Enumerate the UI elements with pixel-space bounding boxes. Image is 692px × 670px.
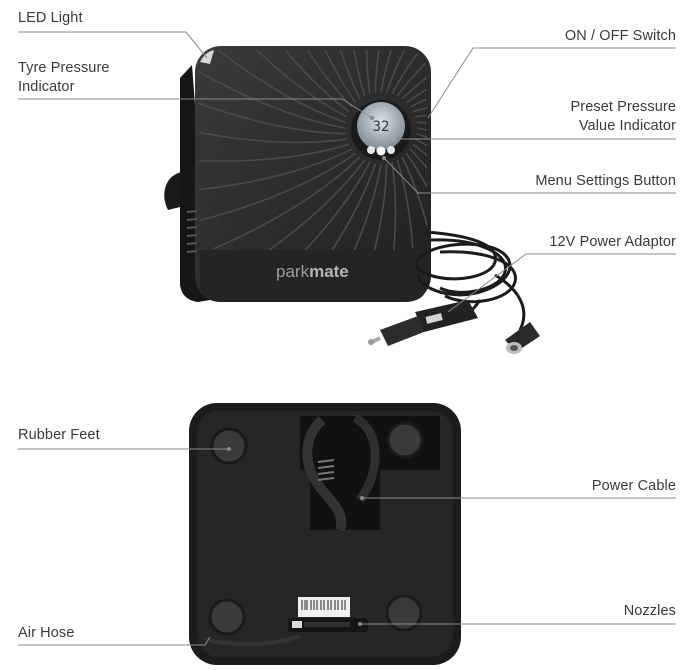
power-adaptor xyxy=(368,300,478,346)
groove xyxy=(405,153,427,250)
label-nozzles: Nozzles xyxy=(623,603,676,619)
label-tyre-pressure-line2: Indicator xyxy=(18,79,75,95)
leader-lines xyxy=(18,31,676,646)
rear-hose-stub xyxy=(164,172,184,210)
groove xyxy=(204,159,366,250)
nozzle-bar xyxy=(304,622,350,627)
groove xyxy=(199,50,346,124)
groove xyxy=(396,50,427,97)
cable-end-connector xyxy=(505,322,540,354)
leader-dots xyxy=(227,116,400,626)
groove xyxy=(401,156,427,250)
leader-on-off-switch xyxy=(427,47,676,119)
groove xyxy=(199,156,361,250)
groove xyxy=(385,50,427,93)
right-button[interactable] xyxy=(387,146,395,154)
groove xyxy=(347,50,366,97)
leader-tyre-pressure xyxy=(18,98,373,119)
groove xyxy=(199,148,353,195)
power-cable-coil xyxy=(415,230,526,331)
pressure-display xyxy=(357,102,405,150)
groove xyxy=(263,163,377,250)
groove xyxy=(199,118,347,144)
groove xyxy=(412,143,427,250)
nozzle xyxy=(292,621,302,628)
groove xyxy=(374,50,427,93)
rubber-foot-bottom-left xyxy=(208,598,246,636)
groove xyxy=(391,50,427,95)
groove xyxy=(199,152,356,230)
label-preset-line1: Preset Pressure xyxy=(570,99,676,115)
lower-band xyxy=(200,250,428,302)
groove xyxy=(232,161,371,250)
base-plate xyxy=(197,411,453,657)
groove xyxy=(406,50,427,104)
compressor-front-view: 32 parkmate xyxy=(164,46,431,302)
led-light xyxy=(200,50,214,64)
display-reading: 32 xyxy=(373,119,390,135)
rubber-foot-top-right xyxy=(386,421,424,459)
groove xyxy=(199,81,346,135)
rubber-foot-bottom-right xyxy=(385,594,423,632)
groove xyxy=(279,50,357,103)
groove xyxy=(314,50,361,100)
side-vents xyxy=(186,210,198,253)
label-on-off-switch: ON / OFF Switch xyxy=(564,28,676,44)
cable-spring xyxy=(317,459,335,481)
brand-logo: parkmate xyxy=(276,262,349,281)
leader-menu-button xyxy=(383,157,676,194)
label-air-hose: Air Hose xyxy=(18,625,75,641)
groove xyxy=(199,143,350,162)
label-power-adaptor: 12V Power Adaptor xyxy=(549,234,676,250)
stored-cable xyxy=(302,416,347,532)
left-button[interactable] xyxy=(367,146,375,154)
label-menu-button: Menu Settings Button xyxy=(535,173,676,189)
groove xyxy=(365,50,391,94)
leader-led-light xyxy=(18,31,208,59)
groove xyxy=(401,50,427,100)
label-preset-line2: Value Indicator xyxy=(578,118,676,134)
groove xyxy=(380,50,427,93)
groove xyxy=(414,138,427,250)
groove xyxy=(199,50,348,118)
label-tyre-pressure-line1: Tyre Pressure xyxy=(18,60,110,76)
sunburst-grooves xyxy=(199,50,427,250)
groove xyxy=(409,148,427,250)
groove xyxy=(334,163,388,250)
menu-button[interactable] xyxy=(376,146,386,156)
groove xyxy=(246,50,353,108)
leader-air-hose xyxy=(18,636,211,646)
leader-power-adaptor xyxy=(447,253,676,313)
groove xyxy=(371,162,397,250)
groove xyxy=(216,50,350,113)
groove xyxy=(199,50,346,129)
groove xyxy=(396,159,415,250)
rubber-foot-top-left xyxy=(210,427,248,465)
label-rubber-feet: Rubber Feet xyxy=(18,427,100,443)
label-power-cable: Power Cable xyxy=(591,478,676,494)
barcode xyxy=(301,600,346,610)
groove xyxy=(298,163,382,250)
compressor-bottom-view xyxy=(189,403,461,665)
air-hose xyxy=(204,634,301,647)
label-led-light: LED Light xyxy=(18,10,83,26)
groove xyxy=(416,127,427,211)
